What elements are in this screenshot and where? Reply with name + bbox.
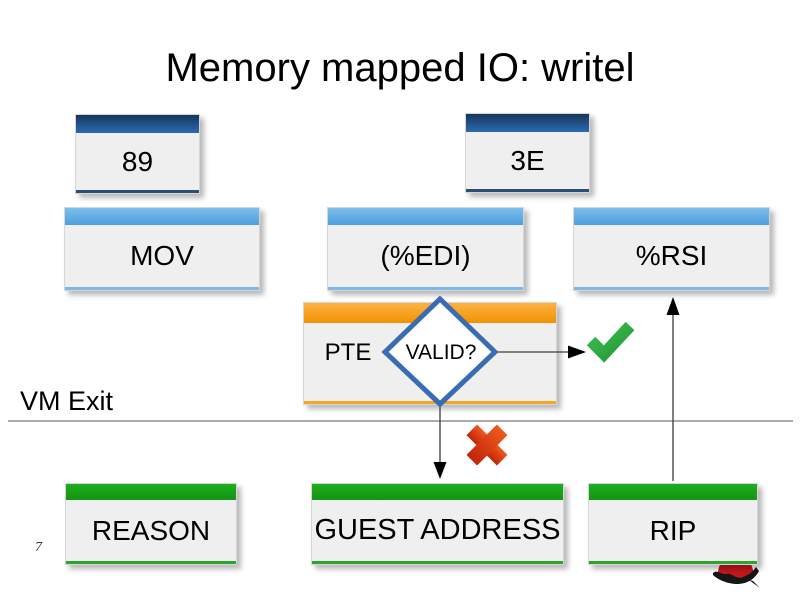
page-number: 7	[35, 540, 42, 555]
box-header-bar	[574, 208, 769, 225]
offset-byte-label: 3E	[510, 144, 545, 176]
box-accent-line	[328, 287, 523, 290]
cross-icon	[466, 424, 508, 466]
dest-operand-label: (%EDI)	[380, 240, 471, 271]
pte-label: PTE	[324, 339, 372, 366]
check-icon	[586, 321, 635, 363]
vm-exit-label: VM Exit	[20, 386, 114, 416]
opcode-byte-label: 89	[121, 145, 154, 177]
box-accent-line	[65, 287, 259, 290]
box-accent-line	[304, 401, 556, 404]
box-header-bar	[328, 208, 523, 225]
rip-to-rsi-arrow	[666, 297, 680, 481]
offset-byte-box: 3E	[465, 113, 590, 193]
box-header-bar	[66, 484, 236, 500]
box-header-bar	[589, 484, 757, 500]
mnemonic-box: MOV	[64, 207, 260, 291]
box-header-bar	[466, 114, 589, 132]
box-header-bar	[76, 115, 199, 133]
src-operand-box: %RSI	[573, 207, 770, 291]
opcode-byte-box: 89	[75, 114, 200, 194]
reason-box: REASON	[65, 483, 237, 565]
valid-no-arrow	[433, 404, 447, 479]
box-accent-line	[589, 561, 757, 564]
box-accent-line	[312, 561, 563, 564]
box-header-bar	[65, 208, 259, 225]
box-header-bar	[312, 484, 563, 500]
valid-decision-label: VALID?	[405, 341, 477, 364]
mnemonic-label: MOV	[130, 240, 194, 271]
box-accent-line	[76, 190, 199, 193]
guest-address-label: GUEST ADDRESS	[314, 514, 561, 546]
src-operand-label: %RSI	[635, 240, 708, 271]
box-accent-line	[574, 287, 769, 290]
rip-label: RIP	[649, 514, 697, 546]
rip-box: RIP	[588, 483, 758, 565]
box-accent-line	[466, 189, 589, 192]
reason-label: REASON	[91, 514, 211, 546]
dest-operand-box: (%EDI)	[327, 207, 524, 291]
slide-title: Memory mapped IO: writel	[165, 46, 635, 90]
box-header-bar	[304, 303, 556, 323]
box-accent-line	[66, 561, 236, 564]
guest-address-box: GUEST ADDRESS	[311, 483, 564, 565]
